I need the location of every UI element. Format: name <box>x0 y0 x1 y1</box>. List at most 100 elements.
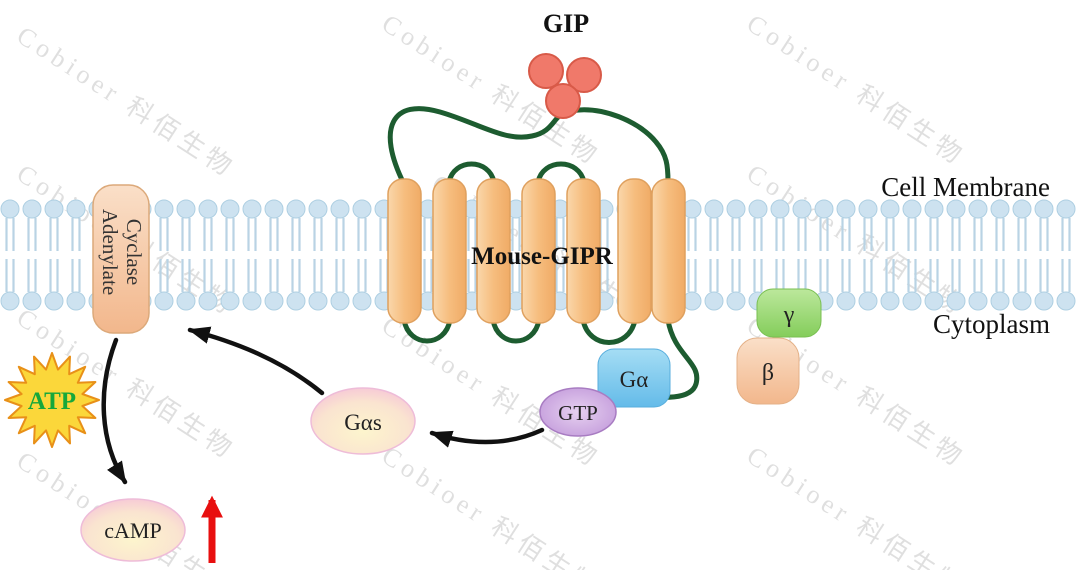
receptor-helix-7 <box>651 178 686 324</box>
lipid-head <box>836 199 856 219</box>
adenylate-cyclase-label-line1: Adenylate <box>98 209 122 295</box>
adenylate-cyclase: Adenylate Cyclase <box>92 184 150 334</box>
lipid-head <box>968 291 988 311</box>
lipid-head <box>308 291 328 311</box>
lipid-head <box>792 199 812 219</box>
cell-membrane-label: Cell Membrane <box>881 172 1050 202</box>
lipid-head <box>44 291 64 311</box>
receptor-helix-4 <box>521 178 556 324</box>
gas-subunit: Gαs <box>310 387 416 455</box>
gtp-molecule: GTP <box>539 387 617 437</box>
lipid-head <box>704 291 724 311</box>
lipid-head <box>286 291 306 311</box>
lipid-head <box>858 199 878 219</box>
g-protein-alpha: Gα <box>597 348 671 408</box>
lipid-head <box>352 291 372 311</box>
receptor-loop-top-2-3 <box>446 161 497 185</box>
watermark-text: Cobioer 科佰生物 <box>12 21 241 184</box>
gip-label: GIP <box>543 9 589 38</box>
receptor-helices <box>387 178 686 324</box>
lipid-head <box>198 199 218 219</box>
arrow-adenylate-cyclase-to-camp <box>101 337 128 485</box>
gip-ligand-ball-3 <box>545 83 581 119</box>
lipid-head <box>264 199 284 219</box>
lipid-head <box>902 291 922 311</box>
gip-ligand-ball-2 <box>566 57 602 93</box>
lipid-head <box>176 199 196 219</box>
camp-label: cAMP <box>104 518 161 543</box>
cytoplasm-label: Cytoplasm <box>933 309 1050 339</box>
lipid-head <box>264 291 284 311</box>
receptor-helix-6 <box>617 178 652 324</box>
gtp-label: GTP <box>558 401 598 425</box>
watermark-text: Cobioer 科佰生物 <box>742 9 971 172</box>
receptor-helix-2 <box>432 178 467 324</box>
lipid-head <box>154 199 174 219</box>
lipid-head <box>242 199 262 219</box>
lipid-head <box>1012 199 1032 219</box>
gas-label: Gαs <box>344 410 382 435</box>
lipid-head <box>0 291 20 311</box>
lipid-head <box>836 291 856 311</box>
lipid-head <box>44 199 64 219</box>
receptor-helix-3 <box>476 178 511 324</box>
lipid-head <box>22 291 42 311</box>
signal-arrows <box>101 326 545 485</box>
lipid-head <box>704 199 724 219</box>
lipid-head <box>968 199 988 219</box>
lipid-head <box>154 291 174 311</box>
gip-ligand-ball-1 <box>528 53 564 89</box>
lipid-head <box>198 291 218 311</box>
gip-ligand <box>528 53 602 119</box>
lipid-head <box>22 199 42 219</box>
lipid-head <box>902 199 922 219</box>
atp-starburst: ATP <box>4 352 100 448</box>
lipid-head <box>946 199 966 219</box>
atp-star-shape <box>4 352 100 448</box>
camp-molecule: cAMP <box>80 498 186 562</box>
lipid-head <box>770 199 790 219</box>
lipid-head <box>748 199 768 219</box>
lipid-head <box>330 291 350 311</box>
g-protein-gamma: γ <box>756 288 822 338</box>
lipid-head <box>1034 199 1054 219</box>
gamma-label: γ <box>783 302 795 328</box>
g-alpha-label: Gα <box>620 367 649 392</box>
lipid-head <box>0 199 20 219</box>
lipid-head <box>220 291 240 311</box>
lipid-head <box>880 199 900 219</box>
receptor-helix-1 <box>387 178 422 324</box>
lipid-head <box>990 291 1010 311</box>
receptor-loop-bottom-3-4 <box>490 317 542 344</box>
arrow-gas-to-adenylate-cyclase <box>187 326 325 396</box>
lipid-head <box>176 291 196 311</box>
atp-label: ATP <box>28 388 76 415</box>
lipid-head <box>858 291 878 311</box>
lipid-head <box>924 199 944 219</box>
lipid-head <box>946 291 966 311</box>
lipid-head <box>220 199 240 219</box>
lipid-head <box>880 291 900 311</box>
lipid-head <box>286 199 306 219</box>
lipid-head <box>814 199 834 219</box>
receptor-name-label: Mouse-GIPR <box>471 243 614 270</box>
receptor-helix-5 <box>566 178 601 324</box>
receptor-loop-bottom-1-2 <box>401 317 453 344</box>
beta-label: β <box>762 360 774 386</box>
lipid-head <box>66 291 86 311</box>
lipid-head <box>308 199 328 219</box>
g-protein-beta: β <box>736 337 800 405</box>
lipid-head <box>990 199 1010 219</box>
lipid-head <box>242 291 262 311</box>
lipid-head <box>66 199 86 219</box>
lipid-head <box>1056 199 1076 219</box>
lipid-head <box>330 199 350 219</box>
receptor-loop-top-4-5 <box>535 161 587 185</box>
lipid-head <box>1034 291 1054 311</box>
adenylate-cyclase-label-line2: Cyclase <box>122 219 146 285</box>
receptor-n-terminus <box>387 106 671 187</box>
lipid-head <box>726 199 746 219</box>
lipid-head <box>924 291 944 311</box>
